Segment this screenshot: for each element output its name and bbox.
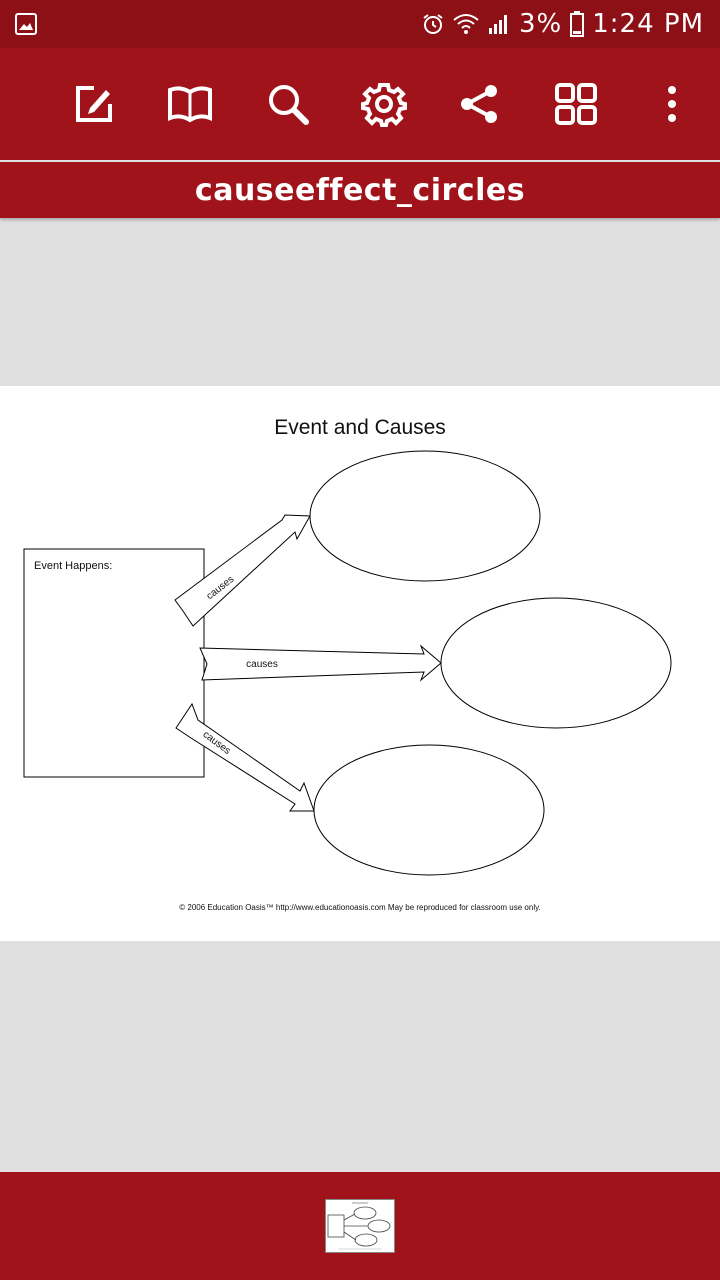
battery-icon (570, 11, 585, 37)
grid-view-button[interactable] (552, 80, 600, 128)
search-icon (269, 85, 309, 125)
gallery-notification-icon (15, 13, 37, 35)
share-button[interactable] (456, 80, 504, 128)
book-icon (168, 86, 212, 123)
page-thumbnail-bar (0, 1172, 720, 1280)
event-box (23, 548, 205, 778)
more-vertical-icon (668, 86, 676, 122)
effect-circle-middle (440, 597, 672, 729)
alarm-icon (423, 14, 443, 34)
edit-button[interactable] (70, 80, 118, 128)
document-page[interactable]: Event and Causes Event Happens: causes c… (0, 386, 720, 941)
worksheet-footer: © 2006 Education Oasis™ http://www.educa… (179, 903, 540, 912)
search-button[interactable] (264, 80, 312, 128)
edit-icon (76, 86, 112, 122)
cause-arrow-top (174, 514, 311, 627)
worksheet-diagram: Event and Causes Event Happens: causes c… (23, 416, 672, 912)
cause-arrow-middle (199, 644, 442, 682)
settings-button[interactable] (360, 80, 408, 128)
document-title: causeeffect_circles (194, 172, 526, 208)
effect-circle-top (309, 450, 541, 582)
wifi-icon (453, 14, 479, 34)
gear-icon (361, 83, 407, 127)
page-thumbnail[interactable] (325, 1199, 395, 1253)
effect-circle-bottom (313, 744, 545, 876)
arrow-label-middle: causes (246, 659, 278, 670)
clock: 1:24 PM (592, 9, 704, 39)
book-button[interactable] (166, 80, 214, 128)
thumbnail-preview (327, 1202, 391, 1250)
status-bar: 3% 1:24 PM (0, 0, 720, 48)
share-icon (461, 85, 497, 123)
more-options-button[interactable] (648, 80, 696, 128)
cause-arrow-bottom (175, 702, 315, 812)
event-label: Event Happens: (34, 560, 112, 572)
document-title-bar: causeeffect_circles (0, 162, 720, 218)
signal-icon (488, 15, 507, 34)
battery-percent: 3% (518, 9, 563, 39)
worksheet-heading: Event and Causes (274, 416, 446, 439)
grid-icon (555, 83, 597, 125)
toolbar (0, 48, 720, 160)
